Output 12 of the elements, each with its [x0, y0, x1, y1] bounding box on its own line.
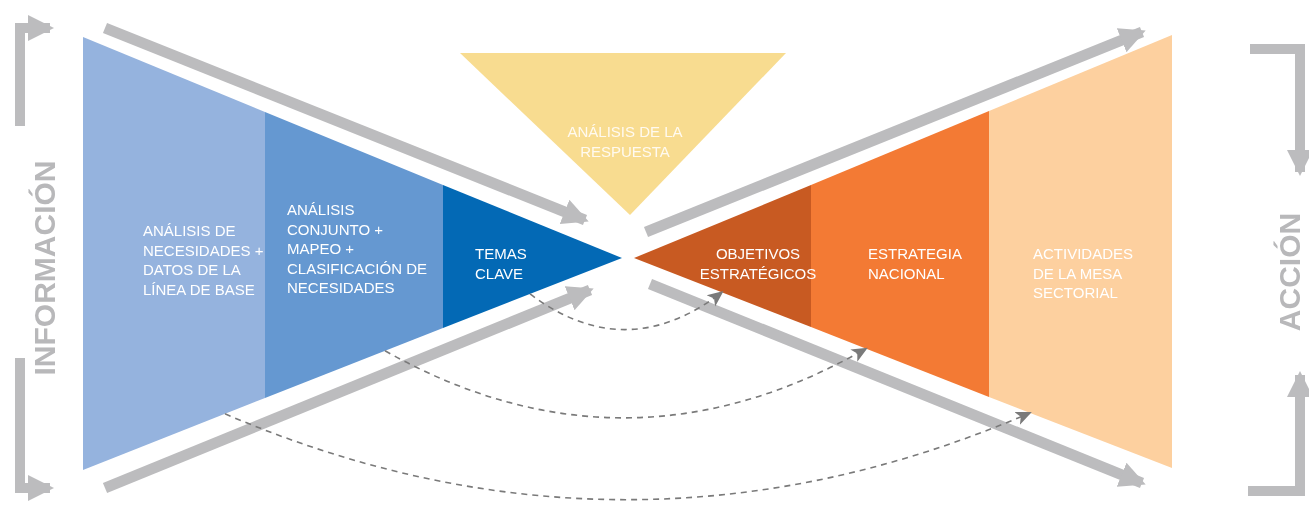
node-label: ANÁLISIS DE LA RESPUESTA: [566, 122, 684, 161]
dashed-arrow: [384, 347, 868, 419]
node-label: ACTIVIDADES DE LA MESA SECTORIAL: [1033, 244, 1135, 303]
dashed-arrow: [224, 411, 1032, 501]
node-label: TEMAS CLAVE: [475, 244, 528, 283]
side-label: INFORMACIÓN: [30, 160, 60, 376]
node-label: ANÁLISIS CONJUNTO + MAPEO + CLASIFICACIÓN DE NECESIDADES: [287, 200, 429, 298]
node-label: ESTRATEGIA NACIONAL: [868, 244, 963, 283]
dashed-arrow: [529, 291, 724, 331]
node-label: ANÁLISIS DE NECESIDADES + DATOS DE LA LÍNEA DE BASE: [143, 221, 265, 299]
side-label: ACCIÓN: [1275, 212, 1305, 332]
node-label: OBJETIVOS ESTRATÉGICOS: [698, 244, 818, 283]
